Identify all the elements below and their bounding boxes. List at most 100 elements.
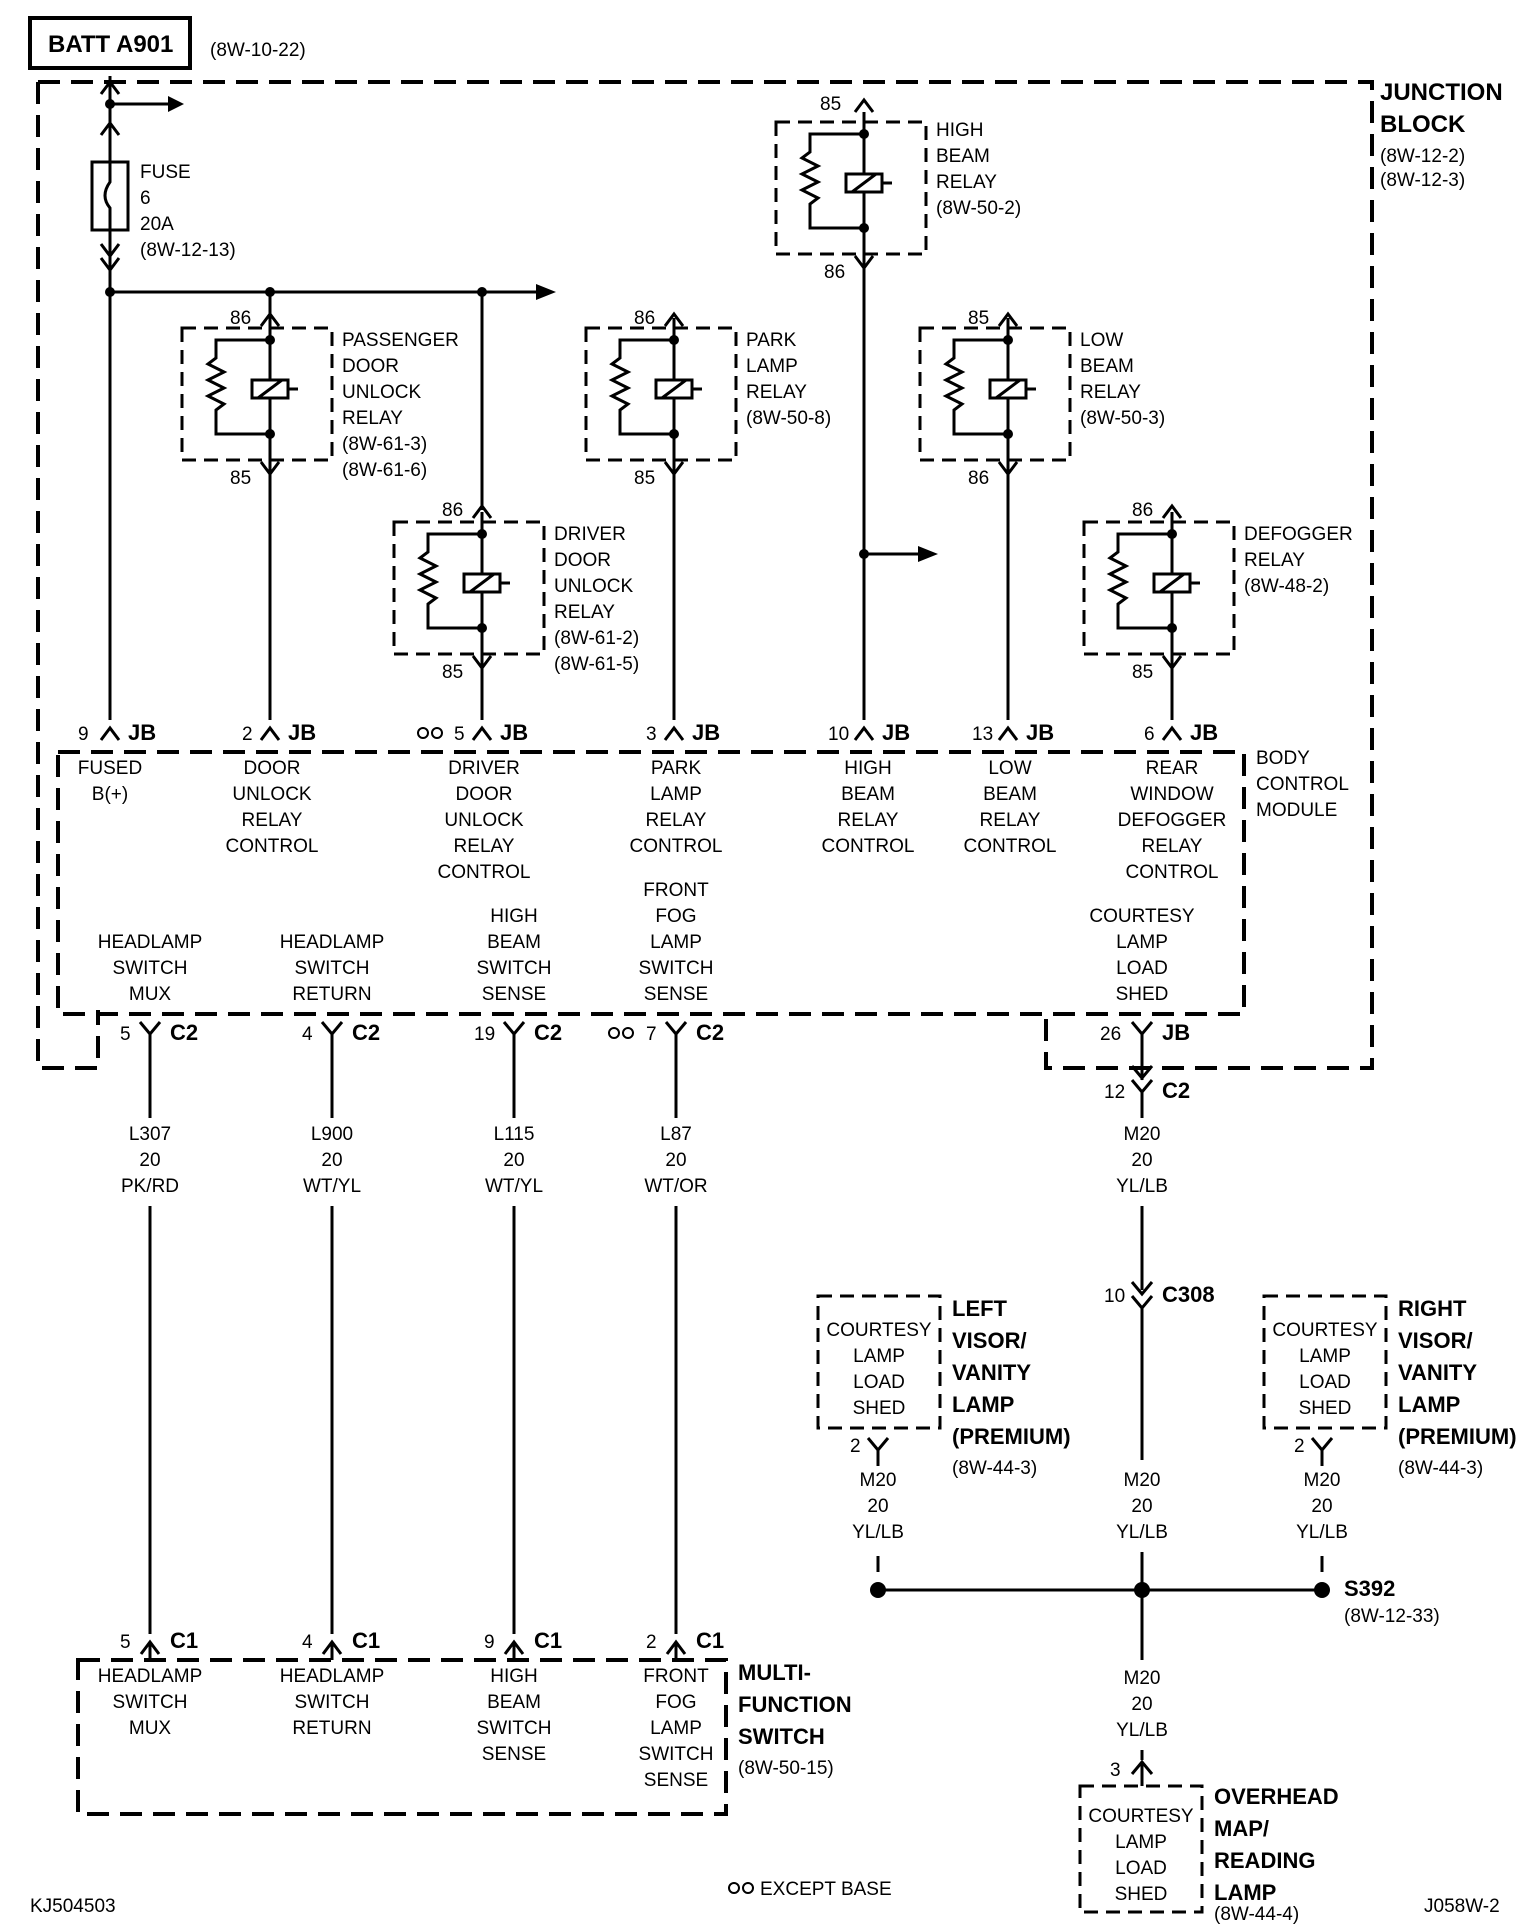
svg-text:(8W-50-8): (8W-50-8): [746, 408, 831, 429]
svg-text:MODULE: MODULE: [1256, 800, 1337, 821]
svg-text:WT/OR: WT/OR: [644, 1176, 707, 1197]
svg-text:SHED: SHED: [853, 1398, 906, 1419]
svg-text:LOAD: LOAD: [1299, 1372, 1351, 1393]
svg-text:LAMP: LAMP: [746, 356, 798, 377]
svg-text:LAMP: LAMP: [650, 932, 702, 953]
svg-text:(8W-12-3): (8W-12-3): [1380, 170, 1465, 191]
svg-text:VISOR/: VISOR/: [1398, 1328, 1473, 1353]
svg-text:C2: C2: [696, 1020, 724, 1045]
svg-text:SWITCH: SWITCH: [639, 1744, 714, 1765]
svg-text:RELAY: RELAY: [454, 836, 515, 857]
svg-text:DEFOGGER: DEFOGGER: [1118, 810, 1227, 831]
svg-text:20: 20: [1131, 1150, 1152, 1171]
svg-text:C1: C1: [696, 1628, 724, 1653]
batt-ref: (8W-10-22): [210, 40, 306, 61]
svg-text:RELAY: RELAY: [936, 172, 997, 193]
svg-text:86: 86: [1132, 500, 1153, 521]
svg-text:LAMP: LAMP: [1214, 1880, 1276, 1905]
svg-text:COURTESY: COURTESY: [1088, 1806, 1194, 1827]
svg-text:(PREMIUM): (PREMIUM): [952, 1424, 1071, 1449]
svg-text:COURTESY: COURTESY: [1089, 906, 1195, 927]
svg-text:(8W-44-3): (8W-44-3): [1398, 1458, 1483, 1479]
svg-text:SWITCH: SWITCH: [738, 1724, 825, 1749]
svg-text:4: 4: [302, 1024, 313, 1045]
svg-text:HIGH: HIGH: [936, 120, 984, 141]
svg-text:LOAD: LOAD: [853, 1372, 905, 1393]
svg-text:(8W-12-13): (8W-12-13): [140, 240, 236, 261]
svg-text:20: 20: [665, 1150, 686, 1171]
svg-text:HEADLAMP: HEADLAMP: [280, 1666, 385, 1687]
svg-text:HEADLAMP: HEADLAMP: [98, 1666, 203, 1687]
jb-pin-row: 9 JB 2 JB 5 JB 3 JB 10 JB 13 JB 6 JB: [78, 720, 1218, 745]
svg-text:LOW: LOW: [988, 758, 1031, 779]
svg-text:L115: L115: [494, 1124, 535, 1145]
svg-text:M20: M20: [1124, 1124, 1161, 1145]
svg-text:(8W-50-15): (8W-50-15): [738, 1758, 834, 1779]
svg-text:RELAY: RELAY: [838, 810, 899, 831]
svg-text:SHED: SHED: [1115, 1884, 1168, 1905]
svg-text:RELAY: RELAY: [980, 810, 1041, 831]
svg-text:RELAY: RELAY: [242, 810, 303, 831]
svg-text:M20: M20: [1124, 1470, 1161, 1491]
svg-text:BLOCK: BLOCK: [1380, 111, 1466, 138]
svg-text:20: 20: [1311, 1496, 1332, 1517]
svg-text:2: 2: [1294, 1436, 1305, 1457]
svg-text:13: 13: [972, 724, 993, 745]
svg-text:SWITCH: SWITCH: [113, 1692, 188, 1713]
svg-text:PARK: PARK: [651, 758, 702, 779]
svg-text:VANITY: VANITY: [1398, 1360, 1477, 1385]
svg-text:FRONT: FRONT: [643, 1666, 709, 1687]
svg-text:LAMP: LAMP: [650, 784, 702, 805]
svg-text:BEAM: BEAM: [983, 784, 1037, 805]
svg-text:20: 20: [1131, 1694, 1152, 1715]
svg-text:HEADLAMP: HEADLAMP: [98, 932, 203, 953]
svg-text:M20: M20: [860, 1470, 897, 1491]
svg-text:PASSENGER: PASSENGER: [342, 330, 459, 351]
svg-text:(8W-50-2): (8W-50-2): [936, 198, 1021, 219]
footer-left-code: KJ504503: [30, 1896, 116, 1917]
svg-text:YL/LB: YL/LB: [1116, 1522, 1168, 1543]
svg-text:86: 86: [824, 262, 845, 283]
svg-text:C2: C2: [170, 1020, 198, 1045]
svg-text:JB: JB: [500, 720, 528, 745]
svg-text:5: 5: [454, 724, 465, 745]
svg-text:PARK: PARK: [746, 330, 797, 351]
footer-right-code: J058W-2: [1424, 1896, 1500, 1917]
svg-text:86: 86: [634, 308, 655, 329]
svg-text:6: 6: [1144, 724, 1155, 745]
high-beam-relay: [774, 110, 928, 266]
svg-text:CONTROL: CONTROL: [226, 836, 319, 857]
svg-text:RETURN: RETURN: [292, 1718, 371, 1739]
svg-text:JB: JB: [1026, 720, 1054, 745]
svg-text:PK/RD: PK/RD: [121, 1176, 179, 1197]
svg-text:MAP/: MAP/: [1214, 1816, 1269, 1841]
svg-text:RELAY: RELAY: [554, 602, 615, 623]
right-visor-lamp: [1262, 1294, 1388, 1430]
svg-text:C1: C1: [534, 1628, 562, 1653]
svg-text:2: 2: [850, 1436, 861, 1457]
svg-text:RIGHT: RIGHT: [1398, 1296, 1467, 1321]
svg-text:CONTROL: CONTROL: [1126, 862, 1219, 883]
svg-text:6: 6: [140, 188, 151, 209]
svg-text:FUNCTION: FUNCTION: [738, 1692, 852, 1717]
svg-text:LAMP: LAMP: [952, 1392, 1014, 1417]
svg-text:85: 85: [1132, 662, 1153, 683]
svg-text:CONTROL: CONTROL: [822, 836, 915, 857]
svg-text:20: 20: [867, 1496, 888, 1517]
svg-text:SENSE: SENSE: [644, 984, 708, 1005]
multi-function-switch: [76, 1658, 728, 1816]
svg-text:C2: C2: [1162, 1078, 1190, 1103]
svg-text:3: 3: [646, 724, 657, 745]
svg-text:DOOR: DOOR: [244, 758, 301, 779]
svg-text:CONTROL: CONTROL: [1256, 774, 1349, 795]
svg-text:FUSE: FUSE: [140, 162, 191, 183]
left-visor-lamp: [816, 1294, 942, 1430]
svg-text:UNLOCK: UNLOCK: [232, 784, 312, 805]
svg-text:HIGH: HIGH: [490, 906, 538, 927]
svg-text:(8W-61-5): (8W-61-5): [554, 654, 639, 675]
c308-label: C308: [1162, 1282, 1215, 1307]
svg-text:CONTROL: CONTROL: [630, 836, 723, 857]
svg-text:LOW: LOW: [1080, 330, 1123, 351]
svg-text:MUX: MUX: [129, 984, 172, 1005]
